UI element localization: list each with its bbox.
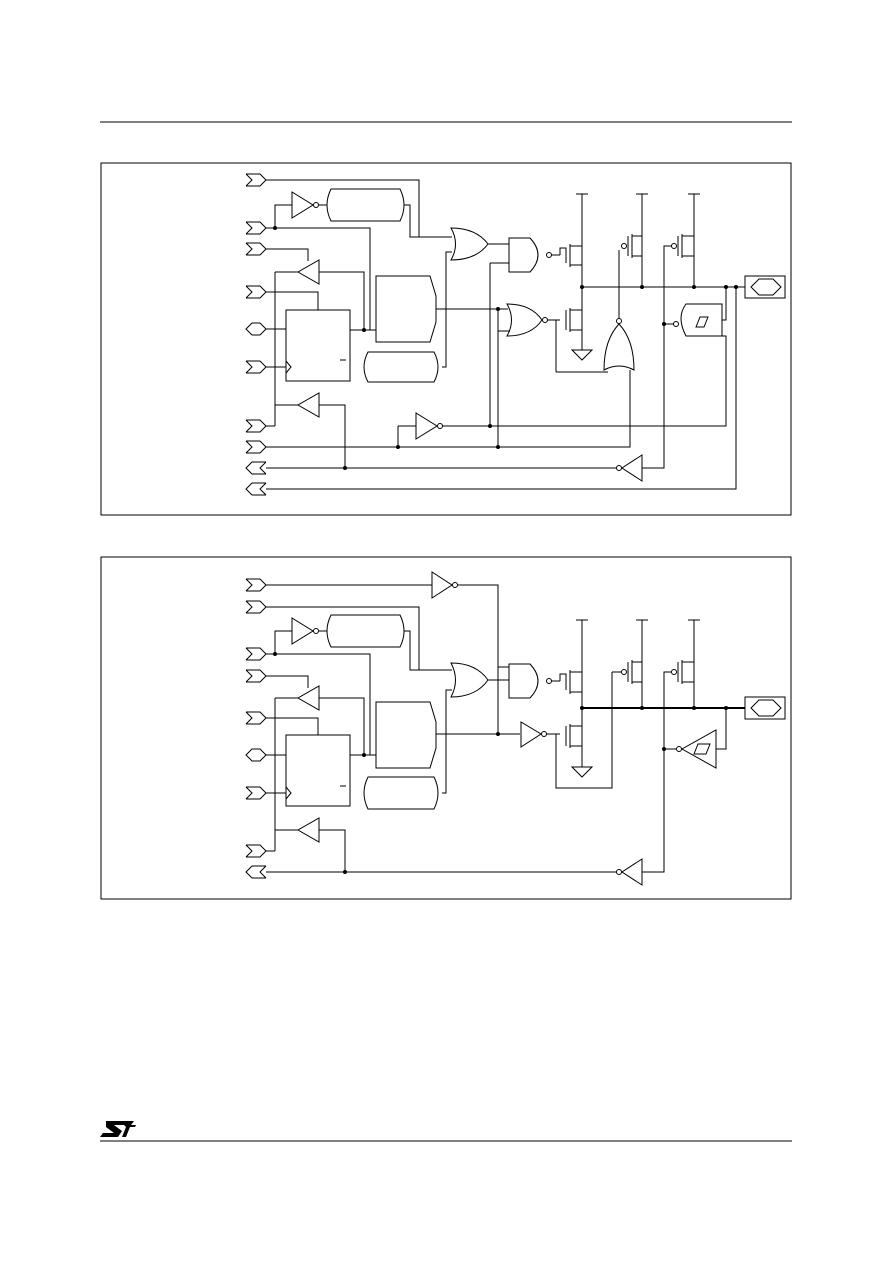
output-pin	[245, 482, 267, 496]
schematic-2	[100, 556, 792, 900]
delay-block	[363, 351, 439, 383]
pullup-transistor	[621, 193, 648, 287]
input-pin	[245, 440, 267, 454]
input-buffer	[296, 817, 320, 843]
output-pin	[245, 461, 267, 475]
io-pad	[744, 275, 786, 299]
ground-icon	[570, 349, 594, 361]
delay-block	[326, 614, 405, 648]
or-gate	[450, 662, 489, 698]
or-gate	[450, 227, 489, 261]
input-pin	[245, 844, 267, 858]
input-pin	[245, 578, 267, 592]
latch-block	[285, 309, 351, 382]
nand-gate	[508, 237, 539, 273]
input-pin	[245, 285, 267, 299]
input-buffer	[296, 392, 320, 418]
multiplexer	[375, 701, 437, 769]
multiplexer	[375, 275, 437, 343]
inverter-gate	[291, 617, 314, 645]
bidirectional-pin	[245, 748, 267, 762]
input-pin	[245, 647, 267, 661]
output-buffer	[621, 454, 643, 482]
input-pin	[245, 360, 267, 374]
schematic-1	[100, 162, 792, 516]
output-buffer	[621, 858, 643, 886]
output-transistor-stack	[559, 193, 594, 361]
inverter-gate	[415, 412, 438, 440]
pullup-transistor	[612, 619, 648, 708]
delay-block	[326, 188, 405, 222]
output-transistor-stack	[559, 619, 594, 778]
nor-gate	[506, 303, 543, 337]
input-pin	[245, 173, 267, 187]
st-logo	[100, 1121, 136, 1137]
pullup-transistor	[642, 619, 700, 873]
input-pin	[245, 711, 267, 725]
input-pin	[245, 669, 267, 683]
pullup-transistor	[642, 193, 700, 469]
bidirectional-pin	[245, 322, 267, 336]
io-pad	[744, 696, 786, 720]
input-pin	[245, 786, 267, 800]
input-buffer	[296, 685, 320, 711]
junction-dots	[273, 652, 728, 874]
input-pin	[245, 419, 267, 433]
output-pin	[245, 865, 267, 879]
inverter-gate	[291, 191, 314, 219]
figure-frame	[100, 556, 792, 900]
ground-icon	[570, 766, 594, 778]
input-pin	[245, 600, 267, 614]
or-gate	[603, 323, 635, 371]
input-pin	[245, 221, 267, 235]
schmitt-trigger	[680, 303, 723, 337]
latch-block	[285, 734, 351, 807]
nand-gate	[508, 663, 539, 699]
junction-dots	[273, 226, 738, 470]
input-pin	[245, 242, 267, 256]
input-buffer	[296, 259, 320, 285]
delay-block	[363, 776, 439, 810]
schmitt-trigger	[680, 729, 717, 769]
figure-frame	[100, 162, 792, 516]
inverter-gate	[431, 571, 453, 599]
inverter-gate	[520, 721, 542, 748]
